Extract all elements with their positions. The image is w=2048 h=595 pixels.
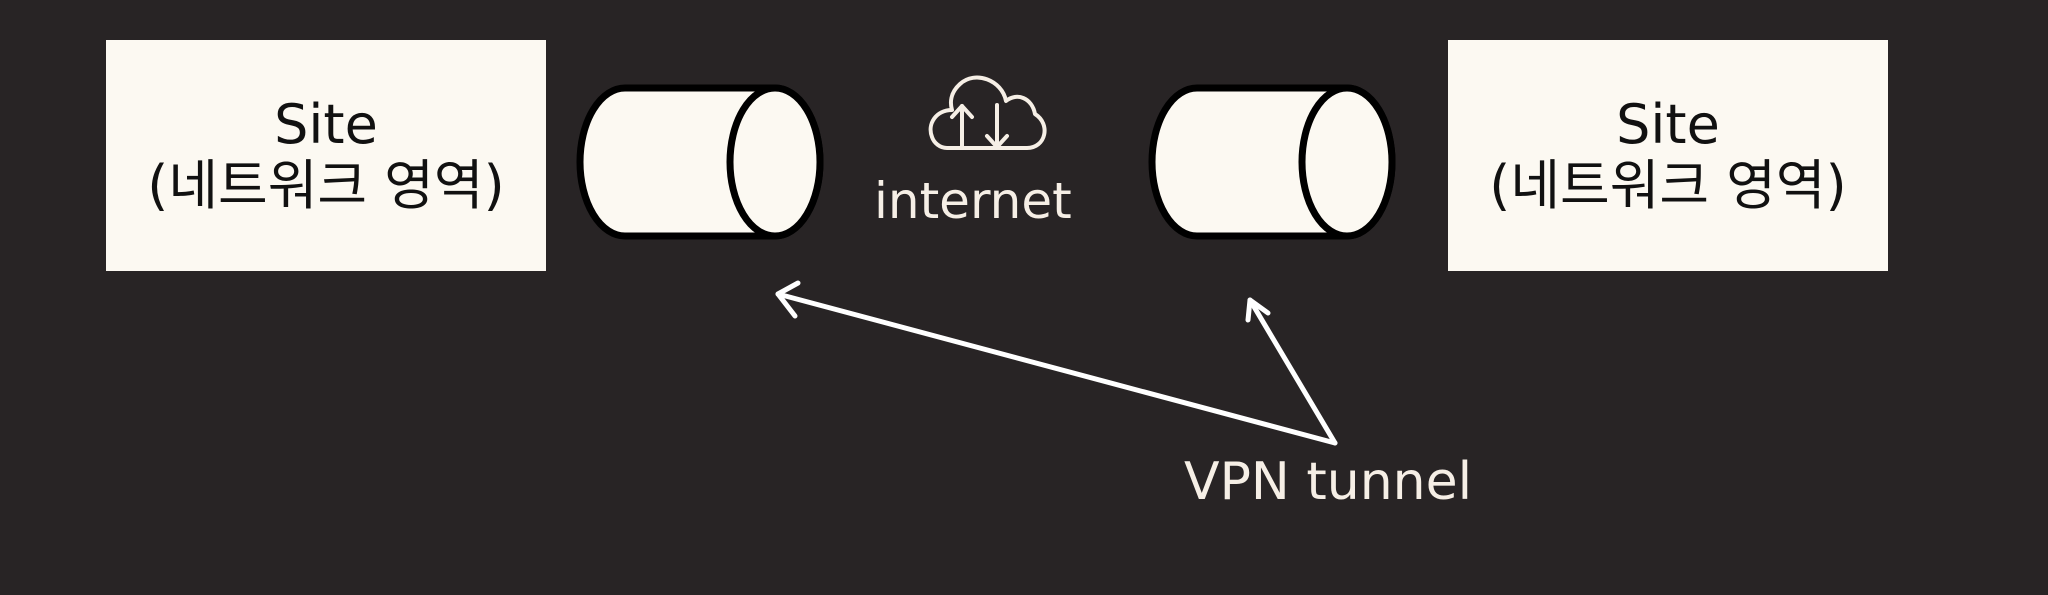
site-box-right: Site (네트워크 영역): [1448, 40, 1888, 271]
site-right-subtitle: (네트워크 영역): [1489, 153, 1847, 217]
tunnel-cylinder-left: [576, 84, 824, 240]
arrowhead-left: [775, 280, 801, 319]
arrow-to-left-tunnel: [775, 291, 1338, 446]
internet-label: internet: [874, 172, 1072, 230]
arrowhead-right: [1245, 297, 1271, 323]
site-right-title: Site: [1616, 92, 1720, 156]
vpn-tunnel-arrows: [775, 280, 1338, 446]
site-left-title: Site: [274, 92, 378, 156]
cloud-upload-download-icon: [928, 75, 1047, 150]
arrow-to-right-tunnel: [1247, 297, 1338, 446]
vpn-tunnel-label: VPN tunnel: [1184, 452, 1473, 512]
site-box-left: Site (네트워크 영역): [106, 40, 546, 271]
site-left-subtitle: (네트워크 영역): [147, 153, 505, 217]
tunnel-cylinder-right: [1148, 84, 1396, 240]
